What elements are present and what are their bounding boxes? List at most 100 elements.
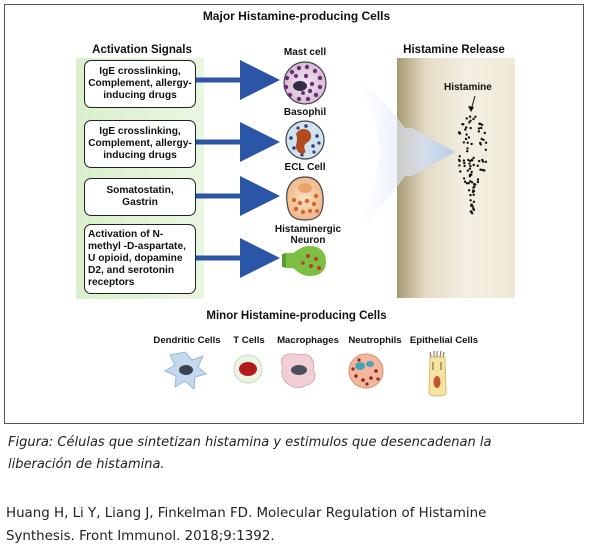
neuron-label: Histaminergic Neuron	[274, 224, 342, 246]
caption-line-1: Figura: Células que sintetizan histamina…	[8, 435, 492, 450]
mast-cell-label: Mast cell	[283, 47, 327, 58]
histamine-dot	[462, 141, 466, 144]
histamine-dot	[469, 199, 472, 202]
histamine-dot	[484, 160, 488, 163]
histamine-dot	[468, 115, 472, 118]
ecl-cell-icon	[286, 176, 324, 221]
histamine-dot	[483, 169, 486, 172]
histamine-dot	[476, 178, 480, 181]
histamine-dot	[481, 168, 484, 172]
histamine-dot	[467, 136, 471, 139]
histamine-dot	[469, 165, 472, 168]
histamine-dot	[480, 137, 483, 141]
histamine-dot	[468, 121, 471, 124]
caption-line-2: liberación de histamina.	[8, 457, 165, 472]
histamine-release-panel	[397, 58, 515, 298]
histamine-dot	[472, 163, 475, 167]
t-cell-icon	[233, 354, 263, 384]
histaminergic-neuron-icon	[282, 246, 326, 276]
histamine-dot	[479, 141, 482, 145]
histamine-dot	[472, 193, 475, 196]
histamine-dot	[462, 159, 466, 162]
histamine-dot	[474, 115, 477, 119]
histamine-dot	[466, 147, 469, 150]
figure-caption: Figura: Células que sintetizan histamina…	[8, 432, 583, 476]
histamine-dot	[471, 212, 474, 215]
activation-box-ecl: Somatostatin, Gastrin	[84, 178, 196, 216]
histamine-dot	[459, 170, 462, 173]
histamine-dot	[462, 177, 466, 180]
histamine-dot	[477, 130, 481, 133]
histamine-dot	[464, 128, 467, 131]
activation-box-neuron: Activation of N-methyl -D-aspartate, U o…	[84, 224, 196, 294]
histamine-dot	[472, 200, 476, 203]
histamine-dot	[463, 180, 467, 183]
histamine-dot	[478, 122, 481, 125]
histamine-dot	[466, 169, 469, 172]
histamine-dot	[465, 182, 469, 185]
histamine-dot	[470, 158, 474, 161]
histamine-dot	[480, 126, 483, 130]
histamine-label: Histamine	[444, 82, 492, 93]
release-arrow	[350, 70, 455, 238]
histamine-dot	[472, 186, 475, 189]
activation-title: Activation Signals	[92, 44, 192, 56]
histamine-dot	[472, 117, 475, 121]
histamine-dot	[484, 148, 487, 151]
basophil-label: Basophil	[283, 107, 327, 118]
histamine-dot	[458, 155, 461, 158]
histamine-dot	[472, 156, 475, 160]
major-cells-title: Major Histamine-producing Cells	[202, 9, 391, 23]
citation-line-1: Huang H, Li Y, Liang J, Finkelman FD. Mo…	[6, 506, 487, 521]
histamine-dot	[469, 180, 472, 183]
histamine-dot	[466, 150, 469, 153]
histamine-dot	[469, 126, 472, 130]
histamine-dot	[464, 137, 468, 141]
histamine-dot	[472, 189, 476, 193]
activation-box-basophil: IgE crosslinking, Complement, allergy-in…	[84, 120, 196, 168]
histamine-dot	[463, 161, 466, 165]
epithelial-cell-icon	[428, 350, 447, 397]
activation-box-mast: IgE crosslinking, Complement, allergy-in…	[84, 60, 196, 108]
histamine-dot	[470, 181, 474, 184]
histamine-dot	[458, 164, 461, 167]
histamine-dot	[467, 182, 470, 185]
histamine-dot	[483, 131, 486, 135]
histamine-dot	[471, 205, 474, 208]
histamine-dot	[457, 158, 461, 162]
histamine-dot	[479, 168, 482, 171]
histamine-dot	[480, 123, 484, 127]
histamine-dot	[465, 133, 468, 136]
basophil-icon	[285, 120, 325, 160]
histamine-dot	[467, 189, 471, 192]
citation: Huang H, Li Y, Liang J, Finkelman FD. Mo…	[6, 502, 591, 548]
citation-line-2: Synthesis. Front Immunol. 2018;9:1392.	[6, 529, 275, 544]
histamine-dot	[470, 170, 473, 174]
dendritic-cell-icon	[163, 351, 208, 391]
mast-cell-icon	[283, 61, 327, 105]
minor-label-t-cells: T Cells	[233, 335, 265, 346]
histamine-release-title: Histamine Release	[403, 44, 505, 56]
histamine-particles	[457, 95, 488, 215]
histamine-dot	[482, 138, 485, 142]
histamine-dot	[467, 158, 470, 162]
histamine-dot	[468, 167, 472, 170]
histamine-dot	[470, 203, 473, 206]
minor-cells-title: Minor Histamine-producing Cells	[206, 310, 387, 322]
minor-label-dendritic: Dendritic Cells	[153, 335, 221, 346]
histamine-dot	[465, 117, 468, 120]
minor-label-macrophages: Macrophages	[277, 335, 339, 346]
histamine-dot	[466, 141, 469, 144]
histamine-dot	[462, 123, 465, 126]
histamine-dot	[474, 183, 477, 186]
histamine-dot	[481, 160, 485, 163]
neutrophil-icon	[348, 353, 384, 389]
histamine-dot	[484, 141, 488, 144]
histamine-dot	[477, 127, 481, 130]
histamine-dot	[470, 210, 473, 213]
ecl-cell-label: ECL Cell	[284, 162, 326, 173]
histamine-dot	[476, 164, 479, 167]
histamine-dot	[469, 193, 472, 197]
histamine-dot	[470, 173, 473, 176]
